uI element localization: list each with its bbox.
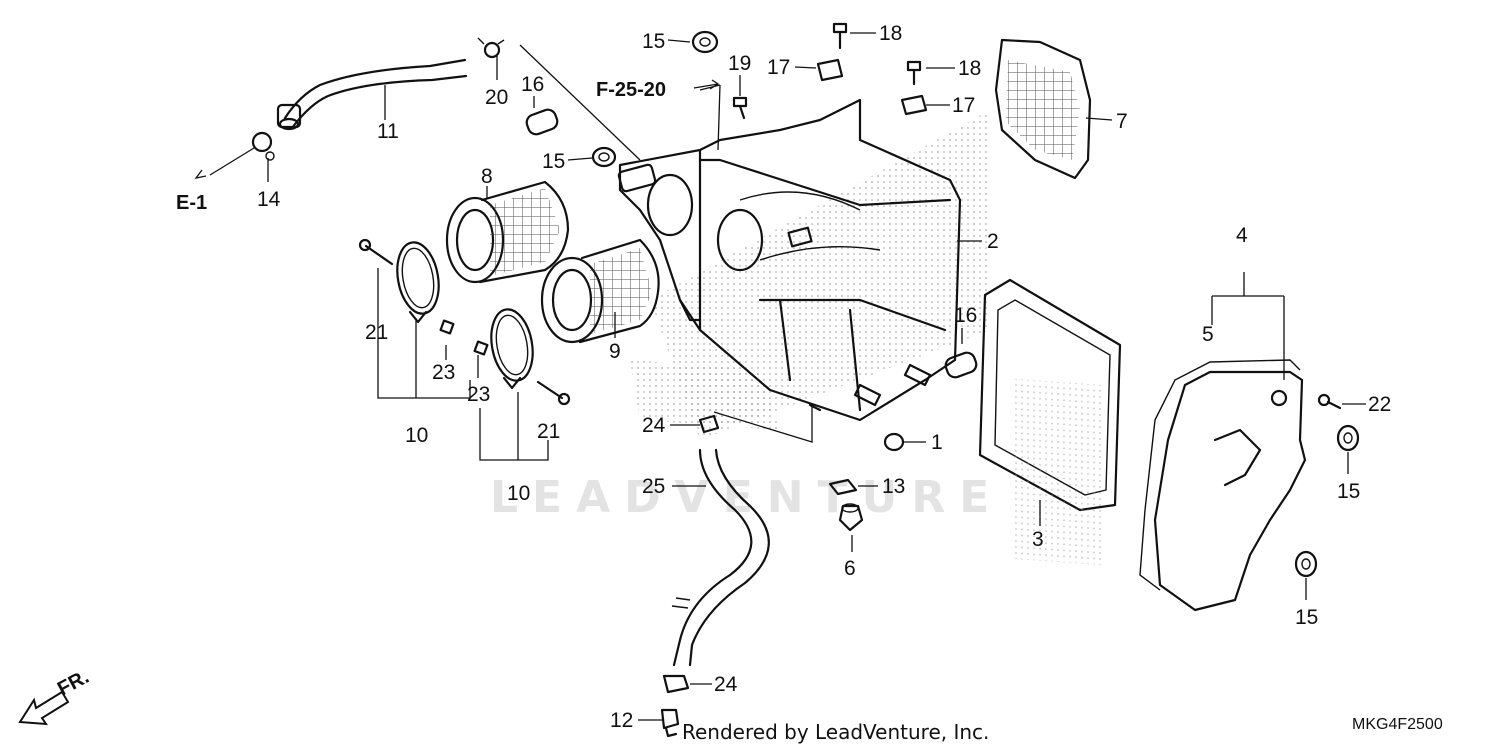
grommet-15-top[interactable] — [691, 30, 719, 54]
screw-21-right[interactable] — [536, 380, 571, 406]
clip-nut-17-left[interactable] — [816, 58, 844, 82]
direction-arrow-f2520 — [693, 79, 720, 90]
tube-clip-24-upper[interactable] — [698, 414, 720, 434]
callout-1[interactable]: 1 — [931, 431, 943, 454]
ref-label-e1[interactable]: E-1 — [176, 192, 207, 214]
callout-17-right[interactable]: 17 — [952, 94, 975, 117]
callout-23-left[interactable]: 23 — [467, 383, 490, 406]
air-funnel-8[interactable] — [445, 180, 570, 284]
watermark: LEADVENTURE — [490, 472, 1003, 523]
drain-tube-25[interactable] — [671, 448, 770, 667]
callout-10-left[interactable]: 10 — [405, 424, 428, 447]
callout-23-right[interactable]: 23 — [432, 361, 455, 384]
air-cleaner-housing-2[interactable] — [617, 98, 962, 422]
callout-5[interactable]: 5 — [1202, 323, 1214, 346]
callout-18-left[interactable]: 18 — [879, 22, 902, 45]
breather-tube-11[interactable] — [276, 58, 468, 131]
callout-7[interactable]: 7 — [1116, 110, 1128, 133]
callout-9[interactable]: 9 — [609, 340, 621, 363]
air-funnel-9[interactable] — [540, 238, 660, 344]
clip-nut-17-right[interactable] — [900, 94, 928, 116]
callout-24-lower[interactable]: 24 — [714, 673, 738, 696]
drain-plug-12[interactable] — [660, 708, 680, 738]
watermark-shading — [630, 110, 990, 440]
callout-24-upper[interactable]: 24 — [642, 414, 666, 437]
callout-25[interactable]: 25 — [642, 475, 665, 498]
bolt-18-right[interactable] — [906, 60, 922, 86]
drain-plug-6[interactable] — [838, 503, 864, 532]
rubber-16-left[interactable] — [524, 107, 559, 136]
callout-15-lower[interactable]: 15 — [1295, 606, 1318, 629]
ref-label-f2520[interactable]: F-25-20 — [596, 79, 666, 101]
bolt-19[interactable] — [732, 96, 748, 120]
callout-15-mid[interactable]: 15 — [542, 150, 565, 173]
tube-clip-14[interactable] — [251, 131, 275, 161]
nut-23-left[interactable] — [473, 340, 489, 356]
callout-12[interactable]: 12 — [610, 709, 633, 732]
screw-21-left[interactable] — [358, 238, 394, 266]
air-cleaner-cover-4[interactable] — [1139, 359, 1307, 612]
credit-text: Rendered by LeadVenture, Inc. — [682, 720, 990, 744]
bolt-18-left[interactable] — [832, 22, 848, 50]
cap-1[interactable] — [883, 432, 905, 452]
bolt-22[interactable] — [1317, 393, 1342, 410]
callout-17-left[interactable]: 17 — [767, 56, 790, 79]
clip-13[interactable] — [828, 478, 858, 496]
diagram-code: MKG4F2500 — [1352, 716, 1443, 733]
grommet-15-mid[interactable] — [591, 146, 617, 168]
callout-16-right[interactable]: 16 — [954, 304, 977, 327]
air-filter-element-3[interactable] — [978, 278, 1122, 566]
hose-band-10-upper[interactable] — [392, 239, 444, 324]
callout-4[interactable]: 4 — [1236, 224, 1248, 247]
direction-arrow-e1 — [194, 169, 207, 179]
leader-lines — [209, 32, 1366, 721]
rubber-16-right[interactable] — [943, 350, 978, 379]
callout-10-right[interactable]: 10 — [507, 482, 530, 505]
callout-11[interactable]: 11 — [377, 120, 399, 143]
callout-14[interactable]: 14 — [257, 188, 281, 211]
callout-18-right[interactable]: 18 — [958, 57, 981, 80]
grommet-15-lower[interactable] — [1294, 550, 1318, 578]
nut-23-right[interactable] — [439, 319, 455, 335]
grommet-15-right[interactable] — [1336, 424, 1360, 452]
callout-22[interactable]: 22 — [1368, 393, 1391, 416]
callout-6[interactable]: 6 — [844, 557, 856, 580]
callout-3[interactable]: 3 — [1032, 528, 1044, 551]
callout-15-top[interactable]: 15 — [642, 30, 665, 53]
callout-21-left[interactable]: 21 — [365, 321, 388, 344]
callout-16-left[interactable]: 16 — [521, 73, 544, 96]
tube-clip-24-lower[interactable] — [662, 674, 690, 694]
tube-clip-20[interactable] — [477, 37, 505, 59]
hose-band-10-lower[interactable] — [486, 306, 538, 390]
callout-8[interactable]: 8 — [481, 165, 493, 188]
callout-21-right[interactable]: 21 — [537, 420, 560, 443]
callout-19[interactable]: 19 — [728, 52, 751, 75]
callout-2[interactable]: 2 — [987, 230, 999, 253]
callout-labels: 11 20 14 8 9 15 15 16 19 17 18 18 17 7 2… — [257, 22, 1391, 732]
intake-duct-7[interactable] — [994, 38, 1092, 180]
callout-15-right[interactable]: 15 — [1337, 480, 1360, 503]
callout-13[interactable]: 13 — [882, 475, 905, 498]
front-direction-arrow — [18, 690, 70, 726]
callout-20[interactable]: 20 — [485, 86, 508, 109]
